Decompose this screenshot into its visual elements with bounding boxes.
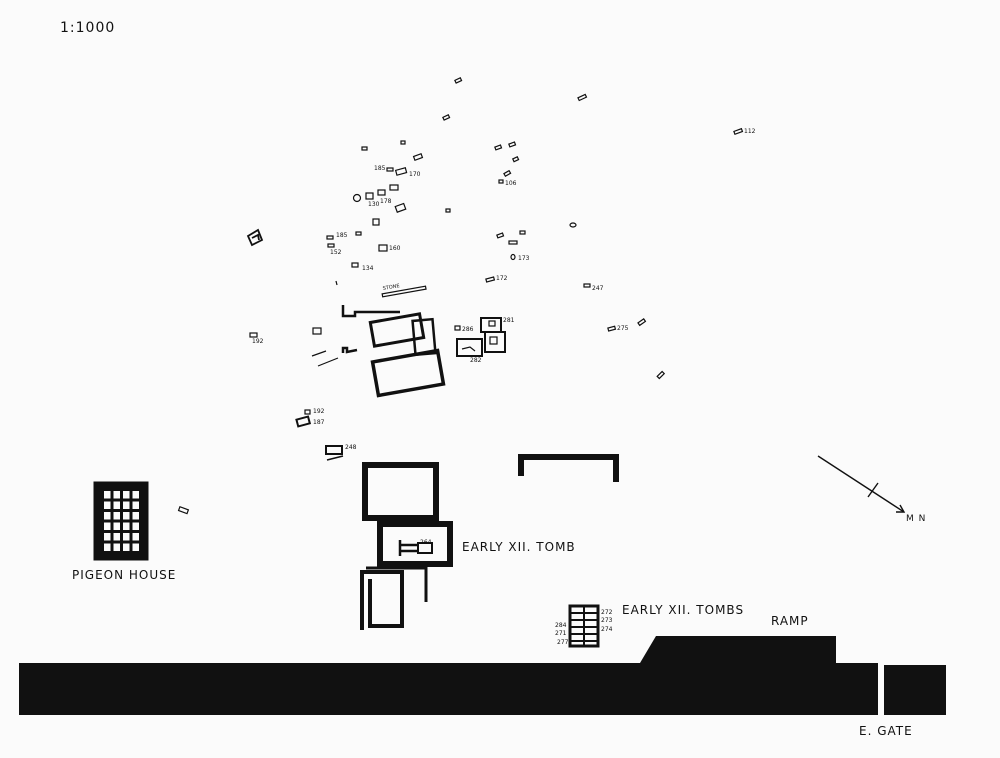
pigeon-house	[93, 481, 190, 561]
upper-tomb-cluster: 112 185 170 106 130 178 185 152 160	[246, 77, 756, 380]
tomb-number-247: 247	[592, 285, 604, 292]
tomb-number-275: 275	[617, 325, 629, 332]
tomb-number-192b: 192	[313, 408, 325, 415]
pigeon-house-cell	[113, 522, 120, 530]
pigeon-house-cell	[104, 491, 111, 499]
early-xii-tombs-label: EARLY XII. TOMBS	[622, 603, 744, 617]
pigeon-house-cell	[123, 533, 130, 541]
pigeon-house-cell	[104, 522, 111, 530]
pigeon-house-cell	[113, 501, 120, 509]
ramp-label: RAMP	[771, 614, 809, 628]
tomb-number-284: 284	[555, 622, 567, 629]
tomb-number-106: 106	[505, 180, 517, 187]
tomb-number-173: 173	[518, 255, 530, 262]
pigeon-house-cell	[132, 522, 139, 530]
tomb-number-160: 160	[389, 245, 401, 252]
north-arrow-label: M N	[906, 514, 926, 524]
tomb-number-272: 272	[601, 609, 613, 616]
tomb-number-130: 130	[368, 201, 380, 208]
pigeon-house-label: PIGEON HOUSE	[72, 568, 176, 582]
pigeon-house-cell	[123, 543, 130, 551]
pigeon-house-cell	[123, 501, 130, 509]
tomb-number-134: 134	[362, 265, 374, 272]
enclosure-wall	[19, 636, 878, 715]
tomb-number-152: 152	[330, 249, 342, 256]
pigeon-house-cell	[132, 512, 139, 520]
tomb-number-282: 282	[470, 357, 482, 364]
pigeon-house-cell	[132, 501, 139, 509]
pigeon-house-cell	[104, 512, 111, 520]
tomb-number-264: 264	[420, 539, 432, 546]
pigeon-house-cell	[132, 491, 139, 499]
east-gate-label: E. GATE	[859, 724, 913, 738]
tomb-number-192: 192	[252, 338, 264, 345]
central-complex: 286 281 282 192 187 248	[295, 305, 515, 461]
tomb-number-281: 281	[503, 317, 515, 324]
pigeon-house-cell	[104, 533, 111, 541]
tomb-number-112: 112	[744, 128, 756, 135]
pigeon-house-cell	[104, 543, 111, 551]
tomb-enclosures: 264	[360, 454, 619, 630]
pigeon-house-cell	[113, 512, 120, 520]
tomb-number-273: 273	[601, 617, 613, 624]
early-xii-tomb-label: EARLY XII. TOMB	[462, 540, 576, 554]
tomb-number-277: 277	[557, 639, 569, 646]
north-arrow	[817, 455, 906, 513]
tomb-number-286: 286	[462, 326, 474, 333]
tomb-number-178: 178	[380, 198, 392, 205]
early-xii-tombs-block: 272 273 274 284 271 277	[555, 604, 613, 648]
tomb-number-271: 271	[555, 630, 567, 637]
pigeon-house-cell	[132, 543, 139, 551]
pigeon-house-cell	[113, 533, 120, 541]
tomb-number-185: 185	[374, 165, 386, 172]
east-gate-wall	[884, 665, 946, 715]
tomb-number-170: 170	[409, 171, 421, 178]
stone-label: STONE	[382, 283, 400, 292]
pigeon-house-cell	[113, 491, 120, 499]
pigeon-house-cell	[123, 512, 130, 520]
tomb-number-248: 248	[345, 444, 357, 451]
pigeon-house-cell	[104, 501, 111, 509]
pigeon-house-cell	[123, 522, 130, 530]
scale-label: 1:1000	[60, 20, 115, 36]
tomb-number-187: 187	[313, 419, 325, 426]
pigeon-house-cell	[113, 543, 120, 551]
tomb-number-185b: 185	[336, 232, 348, 239]
tomb-number-274: 274	[601, 626, 613, 633]
pigeon-house-cell	[132, 533, 139, 541]
pigeon-house-cell	[123, 491, 130, 499]
tomb-number-172: 172	[496, 275, 508, 282]
